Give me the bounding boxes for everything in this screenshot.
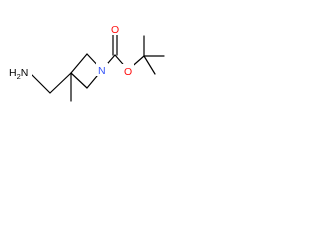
bond-tbu-down [143,55,156,75]
atom-labels: H2N N O O [8,22,134,81]
ring-nitrogen-label: N [98,65,106,77]
bond-ch2-cq [49,72,72,94]
carbonyl-oxygen-label: O [111,24,119,36]
amine-group-label: H2N [9,67,28,81]
structure-diagram: H2N N O O [8,22,165,102]
bond-ring-4 [70,72,88,89]
amine-nitrogen: N [21,67,29,79]
ether-oxygen-label: O [124,66,132,78]
bond-ring-1 [70,53,88,74]
bond-amine-ch2 [29,72,51,94]
